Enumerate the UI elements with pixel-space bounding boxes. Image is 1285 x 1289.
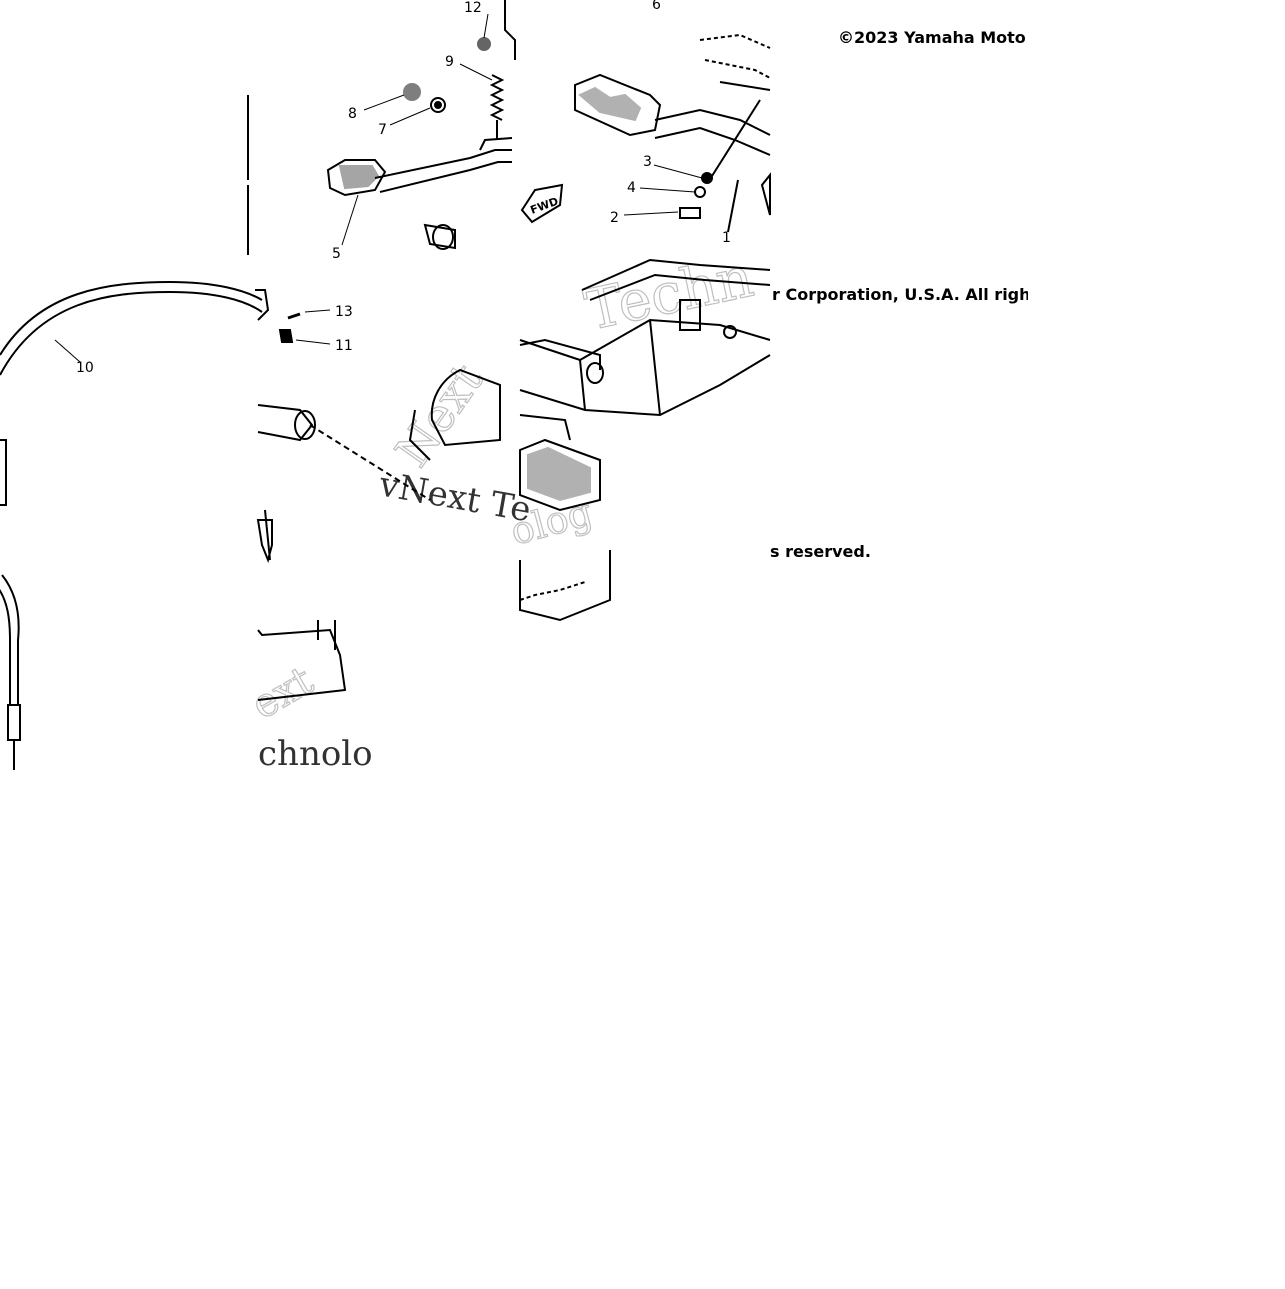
callout-7: 7 <box>378 122 387 138</box>
callout-12: 12 <box>464 0 482 16</box>
callout-leaders <box>54 13 703 363</box>
copyright-text-part-3: s reserved. <box>770 542 871 561</box>
watermark-fragment: chnolo <box>258 734 373 774</box>
callout-6: 6 <box>652 0 661 13</box>
brake-cable <box>0 280 263 770</box>
callout-1: 1 <box>722 230 731 246</box>
callout-5: 5 <box>332 246 341 262</box>
copyright-text-part-2: r Corporation, U.S.A. All rights <box>772 285 1028 304</box>
footrest-assembly <box>520 33 771 233</box>
brake-pedal <box>257 137 513 501</box>
callout-2: 2 <box>610 210 619 226</box>
callout-numbers: 12 6 9 8 7 5 13 11 10 3 4 2 1 FWD <box>76 0 731 376</box>
return-spring <box>489 74 505 140</box>
callout-3: 3 <box>643 154 652 170</box>
callout-13: 13 <box>335 304 353 320</box>
callout-4: 4 <box>627 180 636 196</box>
copyright-text-part-1: ©2023 Yamaha Moto <box>838 28 1026 47</box>
frame-section <box>247 95 771 701</box>
watermark: Techn vNext Te ext chnolo Next olog <box>243 244 759 774</box>
watermark-fragment: Next <box>385 353 494 476</box>
callout-11: 11 <box>335 338 353 354</box>
callout-8: 8 <box>348 106 357 122</box>
callout-9: 9 <box>445 54 454 70</box>
callout-10: 10 <box>76 360 94 376</box>
hardware-small <box>278 0 516 343</box>
